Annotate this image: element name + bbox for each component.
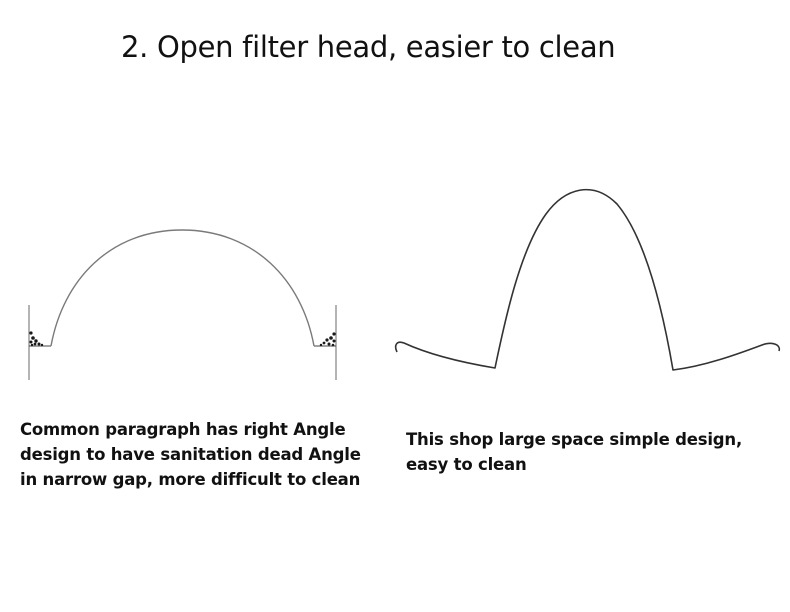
open-head-profile <box>394 188 781 371</box>
common-filter-head <box>28 229 337 380</box>
caption-line: design to have sanitation dead Angle <box>20 445 361 464</box>
caption-line: This shop large space simple design, <box>406 430 743 449</box>
common-dome-arc <box>50 229 315 347</box>
page-title: 2. Open filter head, easier to clean <box>121 30 616 64</box>
common-design-caption: Common paragraph has right Angle design … <box>20 417 380 492</box>
dead-angle-dirt-right <box>319 332 336 347</box>
caption-line: Common paragraph has right Angle <box>20 420 346 439</box>
open-filter-head <box>394 188 781 371</box>
shop-design-caption: This shop large space simple design, eas… <box>406 427 776 477</box>
dead-angle-dirt-left <box>29 331 44 347</box>
caption-line: in narrow gap, more difficult to clean <box>20 470 361 489</box>
caption-line: easy to clean <box>406 455 527 474</box>
